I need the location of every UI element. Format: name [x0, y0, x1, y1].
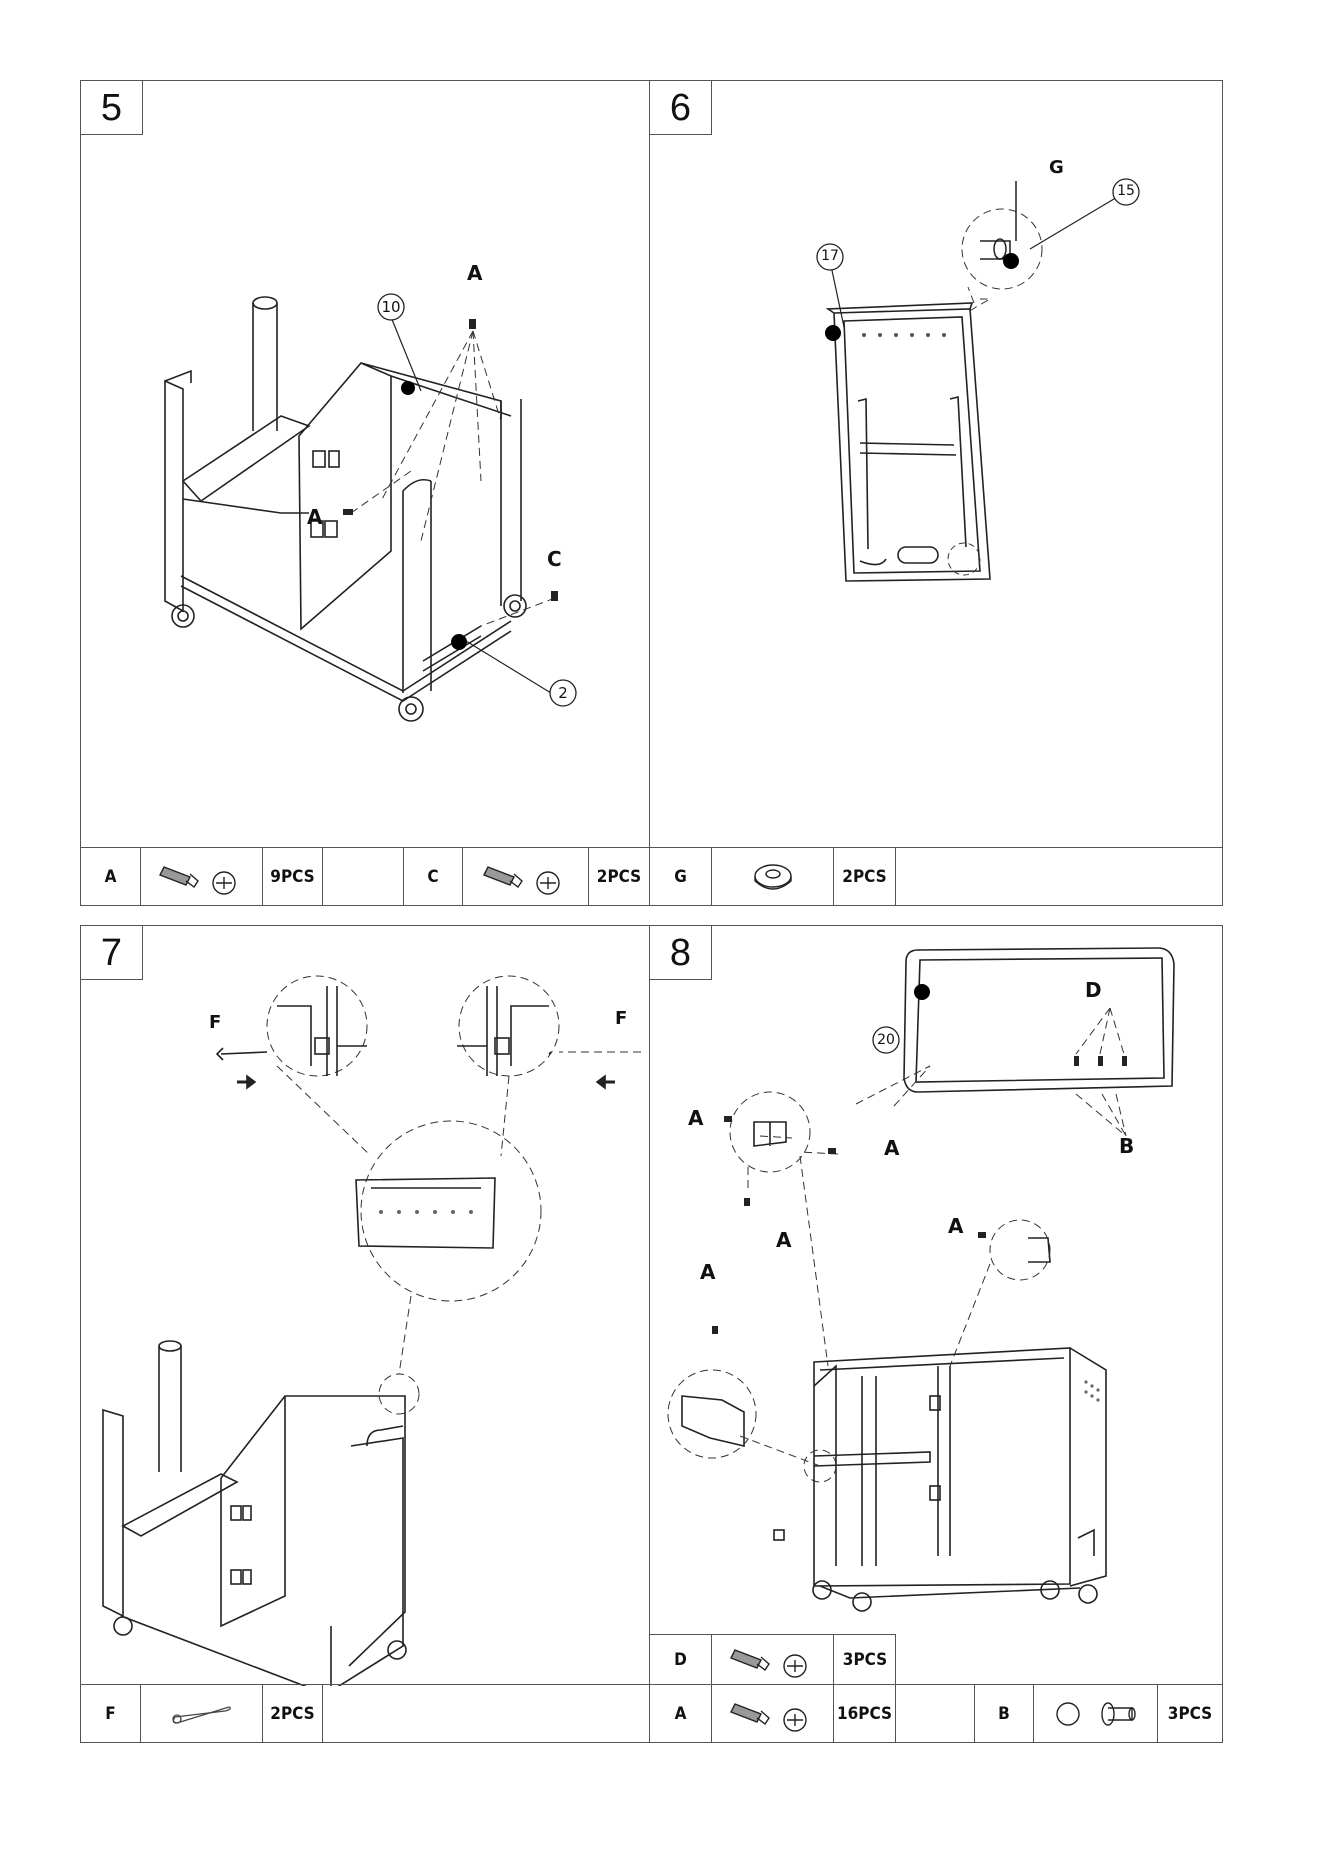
part-qty: 3PCS [834, 1635, 896, 1685]
callout-a: A [776, 1228, 791, 1252]
step-7-panel: 7 [80, 925, 650, 1743]
step-7-illustration [81, 926, 651, 1686]
callout-a-mid: A [307, 505, 322, 529]
part-qty: 16PCS [834, 1685, 896, 1742]
screw-and-washer-icon [712, 1635, 834, 1685]
callout-a: A [884, 1136, 899, 1160]
part-code: A [81, 848, 141, 905]
callout-a-top: A [467, 261, 482, 285]
callout-c: C [547, 547, 562, 571]
part-qty: 2PCS [263, 1685, 323, 1742]
callout-f-left: F [209, 1012, 221, 1033]
part-qty: 2PCS [834, 848, 896, 905]
part-qty: 3PCS [1158, 1685, 1222, 1742]
callout-number-2: 2 [551, 684, 575, 702]
part-code: C [403, 848, 463, 905]
step-5-parts-row: A 9PCS C 2PCS [81, 847, 649, 905]
spacer-and-ring-icon [1034, 1685, 1158, 1742]
callout-number-17: 17 [818, 248, 842, 264]
step-8-parts-row-ab: A 16PCS B 3PCS [650, 1684, 1222, 1742]
washer-ring-icon [712, 848, 834, 905]
part-qty: 2PCS [589, 848, 649, 905]
screw-and-washer-icon [463, 848, 589, 905]
step-6-parts-row: G 2PCS [650, 847, 1222, 905]
part-code: A [650, 1685, 712, 1742]
part-qty: 9PCS [263, 848, 323, 905]
step-8-panel: 8 [649, 925, 1223, 1743]
callout-number-10: 10 [379, 298, 403, 316]
step-5-panel: 5 [80, 80, 650, 906]
step-7-parts-row: F 2PCS [81, 1684, 649, 1742]
callout-number-15: 15 [1114, 183, 1138, 199]
part-code: B [974, 1685, 1034, 1742]
step-6-panel: 6 G 15 17 G 2PCS [649, 80, 1223, 906]
callout-f-right: F [615, 1008, 627, 1029]
callout-a: A [688, 1106, 703, 1130]
part-code: G [650, 848, 712, 905]
callout-number-20: 20 [874, 1032, 898, 1048]
screw-and-washer-icon [141, 848, 263, 905]
step-8-parts-row-d: D 3PCS [650, 1634, 896, 1685]
screw-and-washer-icon [712, 1685, 834, 1742]
part-code: D [650, 1635, 712, 1685]
callout-a: A [700, 1260, 715, 1284]
r-clip-pin-icon [141, 1685, 263, 1742]
part-code: F [81, 1685, 141, 1742]
callout-a: A [948, 1214, 963, 1238]
callout-g: G [1049, 157, 1064, 178]
callout-d: D [1085, 978, 1102, 1002]
step-8-illustration [650, 926, 1222, 1626]
step-5-illustration [81, 81, 651, 841]
callout-b: B [1119, 1134, 1134, 1158]
